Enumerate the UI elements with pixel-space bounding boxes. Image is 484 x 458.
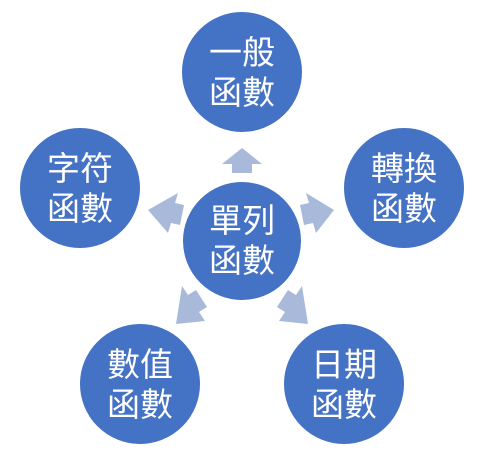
node-conversion-line1: 轉換 xyxy=(371,149,437,188)
center-node-line2: 函數 xyxy=(209,241,275,280)
node-numeric-line1: 數值 xyxy=(107,345,173,384)
node-numeric: 數值 函數 xyxy=(78,322,202,446)
node-conversion-line2: 函數 xyxy=(371,189,437,228)
node-general-line2: 函數 xyxy=(209,73,275,112)
node-general-line1: 一般 xyxy=(209,33,275,72)
arrow-to-numeric xyxy=(176,286,207,324)
node-string: 字符 函數 xyxy=(18,126,142,250)
arrow-to-date xyxy=(277,286,308,324)
arrow-to-general xyxy=(222,148,262,173)
node-date-line1: 日期 xyxy=(311,345,377,384)
node-string-line1: 字符 xyxy=(47,149,113,188)
node-date-line2: 函數 xyxy=(311,385,377,424)
center-node-line1: 單列 xyxy=(209,201,275,240)
arrow-to-conversion xyxy=(300,193,334,233)
node-string-line2: 函數 xyxy=(47,189,113,228)
node-conversion: 轉換 函數 xyxy=(342,126,466,250)
center-node: 單列 函數 xyxy=(181,180,303,302)
node-numeric-line2: 函數 xyxy=(107,385,173,424)
arrow-to-string xyxy=(148,193,184,233)
node-date: 日期 函數 xyxy=(282,322,406,446)
node-general: 一般 函數 xyxy=(180,10,304,134)
